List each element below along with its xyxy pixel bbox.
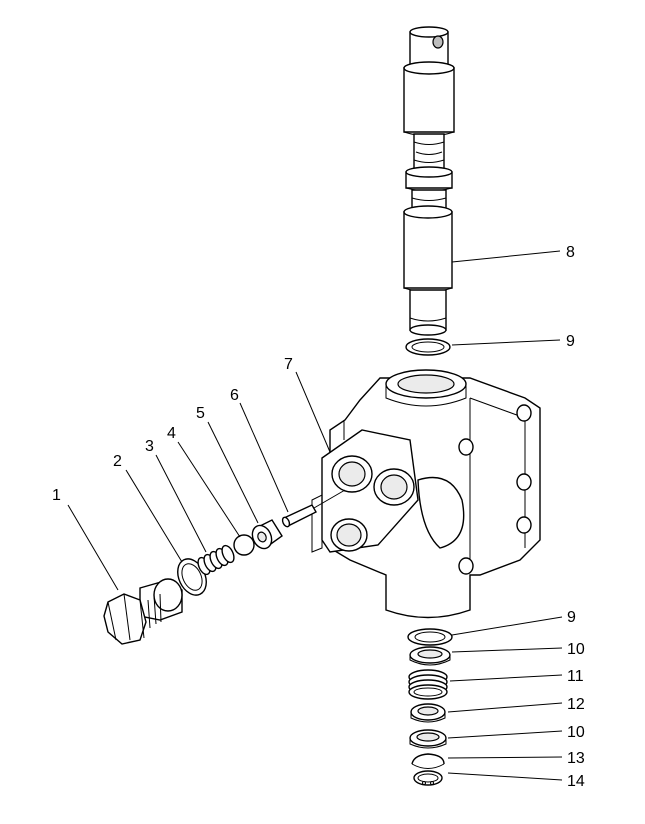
callout-4: 4 [167, 425, 176, 442]
leader-lines [67, 250, 563, 781]
snap-ring-part-14 [413, 770, 443, 786]
o-ring-part-9-upper [405, 338, 451, 356]
spacer-part-12 [410, 703, 446, 723]
callout-1: 1 [52, 487, 61, 504]
callout-9-lower: 9 [567, 609, 576, 626]
seat-part-5 [251, 519, 283, 550]
o-ring-part-9-lower [407, 628, 453, 646]
callout-labels: 1 2 3 4 5 6 7 8 9 9 10 11 12 10 13 14 [52, 244, 585, 790]
callout-8: 8 [566, 244, 575, 261]
callout-5: 5 [196, 405, 205, 422]
callout-10-lower: 10 [567, 724, 585, 741]
callout-14: 14 [567, 773, 585, 790]
callout-12: 12 [567, 696, 585, 713]
callout-11: 11 [567, 668, 584, 685]
spring-part-11 [408, 669, 448, 700]
valve-body-part-7 [311, 369, 541, 619]
callout-13: 13 [567, 750, 585, 767]
callout-2: 2 [113, 453, 122, 470]
plug-part-1 [103, 578, 183, 645]
ball-part-4 [233, 534, 255, 556]
callout-10-upper: 10 [567, 641, 585, 658]
pin-part-6 [281, 489, 346, 528]
callout-6: 6 [230, 387, 239, 404]
spool-part-8 [403, 26, 455, 336]
washer-part-10-lower [409, 729, 447, 749]
callout-9-upper: 9 [566, 333, 575, 350]
spring-part-3 [197, 544, 235, 576]
callout-7: 7 [284, 356, 293, 373]
retaining-ring-part-13 [411, 753, 445, 769]
washer-part-10-upper [409, 646, 451, 666]
callout-3: 3 [145, 438, 154, 455]
